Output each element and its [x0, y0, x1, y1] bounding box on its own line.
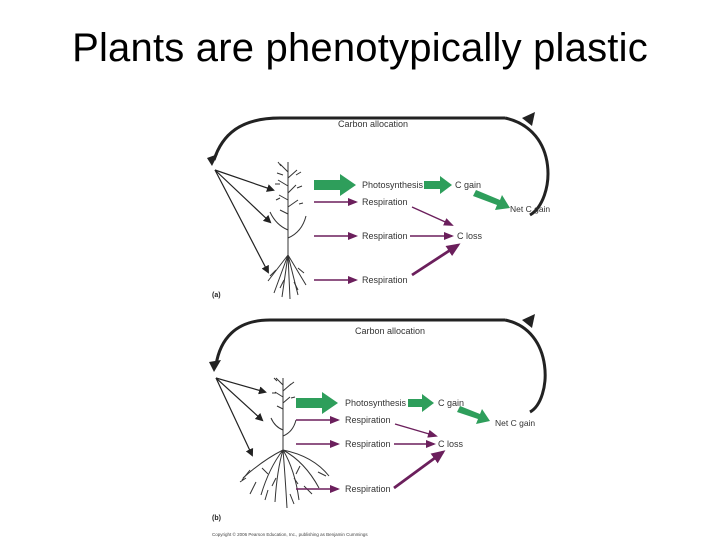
respiration-label-a-3: Respiration: [362, 275, 408, 285]
panel-tag-b: (b): [212, 515, 221, 522]
carbon-allocation-label-b: Carbon allocation: [355, 326, 425, 336]
c-gain-label-b: C gain: [438, 398, 464, 408]
carbon-allocation-arrow-b: [214, 318, 547, 414]
photosynthesis-label-a: Photosynthesis: [362, 180, 424, 190]
photosynthesis-arrow-a: [314, 174, 356, 196]
c-loss-label-a: C loss: [457, 231, 483, 241]
net-c-gain-label-b: Net C gain: [495, 418, 535, 428]
photosynthesis-arrow-b: [296, 392, 338, 414]
c-gain-label-a: C gain: [455, 180, 481, 190]
allocation-fan-b: [215, 377, 267, 457]
respiration-label-b-1: Respiration: [345, 415, 391, 425]
c-loss-label-b: C loss: [438, 439, 464, 449]
respiration-label-b-3: Respiration: [345, 484, 391, 494]
root-system-icon: [239, 449, 330, 509]
c-gain-arrow-a: [424, 176, 452, 194]
net-gain-arrow-b: [457, 406, 490, 424]
c-gain-arrow-b: [408, 394, 434, 412]
photosynthesis-label-b: Photosynthesis: [345, 398, 407, 408]
respiration-label-a-1: Respiration: [362, 197, 408, 207]
net-c-gain-label-a: Net C gain: [510, 204, 550, 214]
respiration-label-b-2: Respiration: [345, 439, 391, 449]
root-system-icon: [267, 254, 307, 300]
respiration-label-a-2: Respiration: [362, 231, 408, 241]
copyright-line: Copyright © 2006 Pearson Education, Inc.…: [212, 531, 368, 537]
grass-plant-icon: [270, 377, 297, 450]
panel-tag-a: (a): [212, 292, 221, 299]
net-gain-arrow-a: [473, 190, 510, 210]
panel-b: Carbon allocation Photosynthesis C gain …: [209, 314, 547, 522]
grass-plant-icon: [269, 161, 307, 255]
slide-title: Plants are phenotypically plastic: [72, 26, 648, 70]
panel-a: Carbon allocation Photosynthesis C gain …: [207, 112, 550, 300]
allocation-fan-a: [214, 169, 275, 274]
carbon-allocation-arrow-a: [212, 116, 550, 217]
carbon-allocation-label-a: Carbon allocation: [338, 119, 408, 129]
